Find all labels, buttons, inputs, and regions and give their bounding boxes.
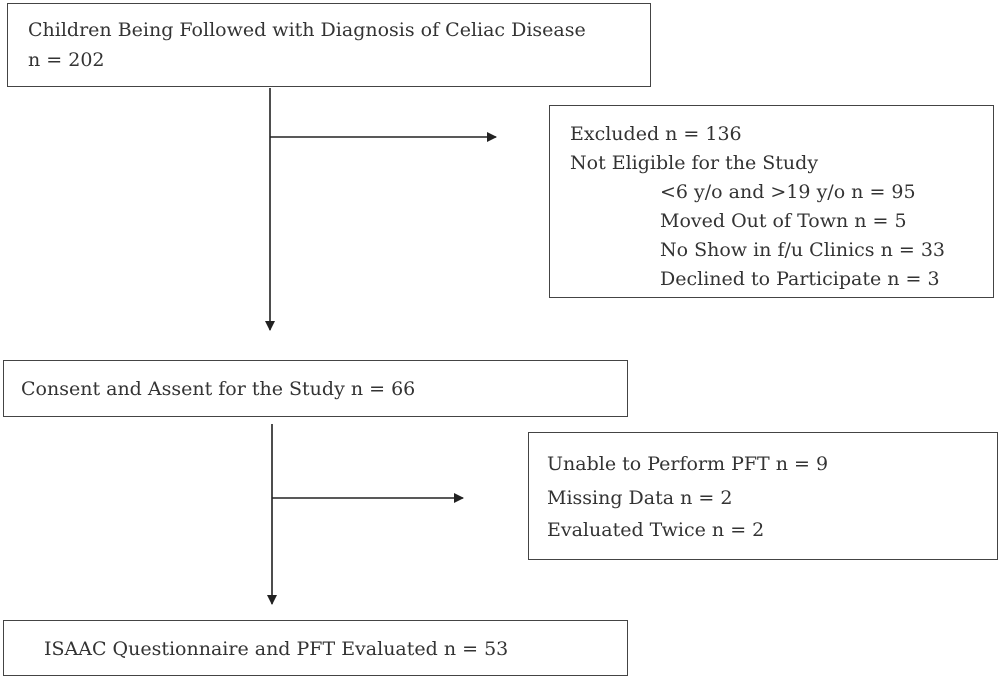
excluded-count: Excluded n = 136	[570, 123, 742, 145]
excluded-item: Moved Out of Town n = 5	[660, 210, 907, 232]
excluded-item: <6 y/o and >19 y/o n = 95	[660, 181, 916, 203]
box-initial-cohort: Children Being Followed with Diagnosis o…	[7, 3, 651, 87]
removed-item: Evaluated Twice n = 2	[547, 519, 765, 541]
removed-item: Unable to Perform PFT n = 9	[547, 453, 829, 475]
final-label: ISAAC Questionnaire and PFT Evaluated n …	[44, 638, 509, 660]
box-removed: Unable to Perform PFT n = 9 Missing Data…	[528, 432, 998, 560]
consent-label: Consent and Assent for the Study n = 66	[21, 378, 416, 400]
initial-cohort-label: Children Being Followed with Diagnosis o…	[28, 19, 586, 41]
box-excluded: Excluded n = 136 Not Eligible for the St…	[549, 105, 994, 298]
removed-item: Missing Data n = 2	[547, 487, 733, 509]
initial-cohort-count: n = 202	[28, 49, 105, 71]
not-eligible-label: Not Eligible for the Study	[570, 152, 819, 174]
excluded-item: Declined to Participate n = 3	[660, 268, 940, 290]
excluded-item: No Show in f/u Clinics n = 33	[660, 239, 946, 261]
box-final: ISAAC Questionnaire and PFT Evaluated n …	[3, 620, 628, 676]
box-consent: Consent and Assent for the Study n = 66	[3, 360, 628, 417]
